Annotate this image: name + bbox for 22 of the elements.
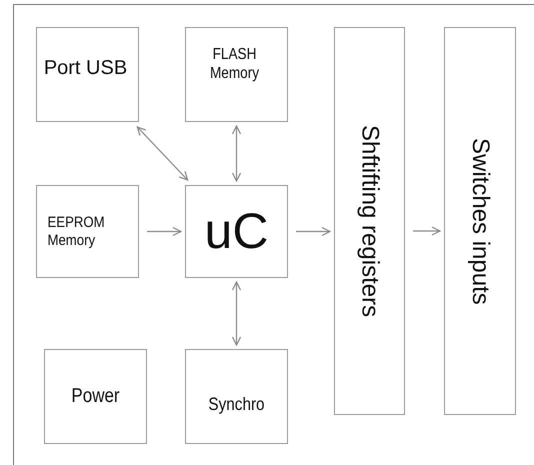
block-label: uC [204,202,270,260]
vertical-block [444,27,516,415]
arrow [413,226,441,236]
arrow [232,125,242,182]
block-box [36,27,139,122]
vertical-block [334,27,405,415]
block-label: Synchro [207,394,266,415]
arrow [147,226,182,236]
block-label: Power [70,385,121,408]
block-box [185,349,288,444]
arrow [296,226,331,236]
block-label: EEPROM Memory [47,214,106,249]
block-label: Switches inputs [466,138,494,304]
arrow [232,281,242,346]
block-label: Port USB [42,57,128,80]
block-box [185,185,288,278]
block-box [185,27,288,122]
block-label: FLASH Memory [208,46,260,83]
block-box [44,349,147,444]
block-box [36,185,139,278]
block-label: Shftifting registers [356,124,384,318]
arrow [136,126,188,181]
